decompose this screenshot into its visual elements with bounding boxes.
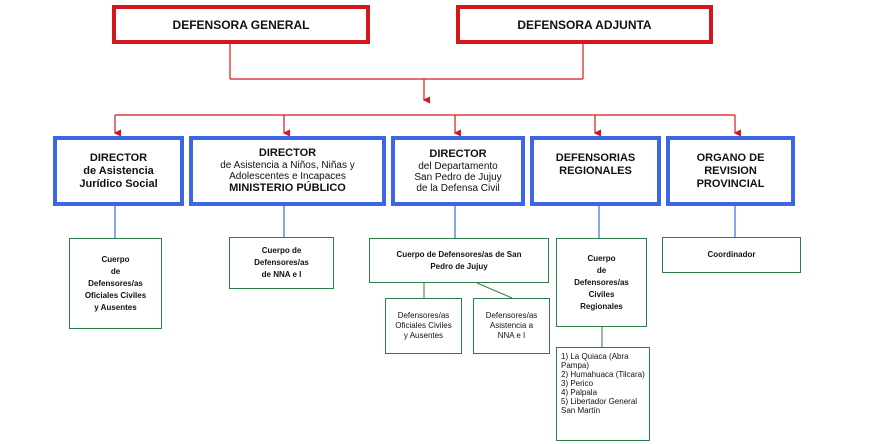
region-item: 4) Palpala (561, 388, 598, 397)
coordinador-label: Coordinador (707, 250, 756, 259)
cuerpo-nna-box: Cuerpo de Defensores/as de NNA e I (229, 237, 334, 289)
director-line: Adolescentes e Incapaces (229, 171, 346, 182)
unit-line: de (596, 265, 607, 275)
unit-line: Oficiales Civiles (395, 321, 452, 330)
cuerpo-san-pedro-box: Cuerpo de Defensores/as de San Pedro de … (369, 238, 549, 283)
region-item: 5) Libertador General San Martín (561, 397, 638, 415)
director-title: ORGANO DE (696, 151, 765, 164)
unit-line: de (110, 266, 121, 276)
director-line: MINISTERIO PÚBLICO (229, 182, 346, 194)
sub-asistencia-nna-box: Defensores/as Asistencia a NNA e I (473, 298, 550, 354)
director-title: DIRECTOR (429, 148, 487, 160)
defensorias-regionales-box: DEFENSORIAS REGIONALES (530, 136, 661, 206)
director-line: de Asistencia (83, 164, 154, 177)
unit-line: Cuerpo de (261, 246, 302, 255)
unit-line: NNA e I (497, 331, 526, 340)
organo-revision-box: ORGANO DE REVISION PROVINCIAL (666, 136, 795, 206)
unit-line: Asistencia a (489, 321, 534, 330)
regions-list-box: 1) La Quiaca (Abra Pampa) 2) Humahuaca (… (556, 347, 650, 441)
cuerpo-oficiales-civiles-box: Cuerpo de Defensores/as Oficiales Civile… (69, 238, 162, 329)
unit-line: Oficiales Civiles (84, 290, 147, 300)
director-line: del Departamento (418, 161, 498, 172)
unit-connectors (423, 282, 603, 347)
unit-line: Civiles (588, 289, 615, 299)
unit-line: Pedro de Jujuy (430, 261, 488, 271)
director-title: DIRECTOR (258, 147, 317, 159)
director-line: de la Defensa Civil (416, 183, 500, 194)
director-line: PROVINCIAL (696, 177, 765, 190)
director-title: DIRECTOR (89, 151, 148, 164)
unit-line: Defensores/as (574, 277, 629, 287)
director-san-pedro-box: DIRECTOR del Departamento San Pedro de J… (391, 136, 525, 206)
unit-line: de NNA e I (261, 270, 302, 279)
director-asistencia-juridico-box: DIRECTOR de Asistencia Jurídico Social (53, 136, 184, 206)
director-title: DEFENSORIAS (555, 152, 636, 164)
defensora-general-label: DEFENSORA GENERAL (172, 17, 310, 32)
cuerpo-civiles-regionales-box: Cuerpo de Defensores/as Civiles Regional… (556, 238, 647, 327)
unit-line: Defensores/as (397, 311, 450, 320)
director-line: REVISION (704, 164, 757, 177)
director-line: REGIONALES (559, 165, 632, 177)
coordinador-box: Coordinador (662, 237, 801, 273)
unit-line: Defensores/as (485, 311, 538, 320)
region-item: 3) Perico (561, 379, 594, 388)
unit-line: Cuerpo (587, 253, 616, 263)
defensora-adjunta-label: DEFENSORA ADJUNTA (517, 17, 652, 32)
director-line: Jurídico Social (79, 177, 158, 190)
director-line: de Asistencia a Niños, Niñas y (220, 160, 355, 171)
unit-line: y Ausentes (94, 302, 137, 312)
unit-line: Defensores/as (88, 278, 143, 288)
unit-line: Defensores/as (254, 258, 309, 267)
sub-oficiales-civiles-box: Defensores/as Oficiales Civiles y Ausent… (385, 298, 462, 354)
unit-line: Cuerpo de Defensores/as de San (396, 249, 522, 259)
top-connectors (113, 42, 741, 137)
defensora-general-box: DEFENSORA GENERAL (112, 5, 370, 44)
region-item: 2) Humahuaca (Tilcara) (561, 370, 645, 379)
unit-line: Regionales (580, 301, 623, 311)
unit-line: y Ausentes (403, 331, 444, 340)
director-connectors (114, 206, 736, 238)
unit-line: Cuerpo (101, 254, 130, 264)
defensora-adjunta-box: DEFENSORA ADJUNTA (456, 5, 713, 44)
director-ninos-box: DIRECTOR de Asistencia a Niños, Niñas y … (189, 136, 386, 206)
region-item: 1) La Quiaca (Abra Pampa) (561, 352, 629, 370)
director-line: San Pedro de Jujuy (414, 172, 502, 183)
